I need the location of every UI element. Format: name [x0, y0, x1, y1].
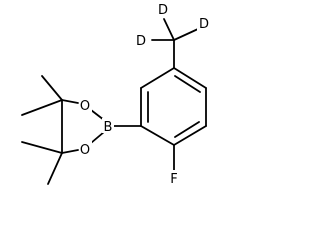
ring-bond-c4-c5	[140, 125, 175, 146]
ring-bond-c1-c2	[173, 67, 207, 89]
bond-methyl-lower-1	[21, 141, 63, 154]
bond-oxygen-upper-carbon	[61, 99, 79, 104]
trideuteromethyl-group	[151, 18, 199, 69]
bond-c-d1	[163, 18, 175, 41]
bond-boron-oxygen-lower	[90, 131, 105, 144]
atom-label-boron: B	[104, 120, 113, 135]
ring-double-bond-c1-c2	[174, 75, 201, 93]
atom-label-fluorine: F	[170, 172, 177, 187]
atom-label-deuterium-3: D	[136, 34, 146, 49]
bond-methyl-upper-2	[21, 99, 63, 116]
bond-methyl-upper-1	[41, 75, 63, 101]
benzene-ring	[140, 67, 207, 146]
bond-methyl-lower-2	[47, 152, 63, 185]
atom-label-deuterium-2: D	[199, 17, 209, 32]
atom-label-deuterium-1: D	[158, 3, 168, 18]
ring-bond-c6-c1	[140, 67, 175, 89]
bond-oxygen-lower-carbon	[61, 149, 79, 154]
bond-boron-oxygen-upper	[90, 109, 105, 121]
bond-c-d2	[173, 28, 199, 41]
pinacol-boronate	[21, 75, 142, 185]
atom-label-group: D D D B O O F	[79, 2, 210, 187]
ring-double-bond-c3-c4	[174, 121, 200, 138]
ring-bond-c3-c4	[173, 125, 207, 146]
atom-label-oxygen-lower: O	[80, 143, 90, 158]
atom-label-oxygen-upper: O	[80, 99, 90, 114]
chemical-structure-diagram: D D D B O O F	[21, 2, 210, 187]
